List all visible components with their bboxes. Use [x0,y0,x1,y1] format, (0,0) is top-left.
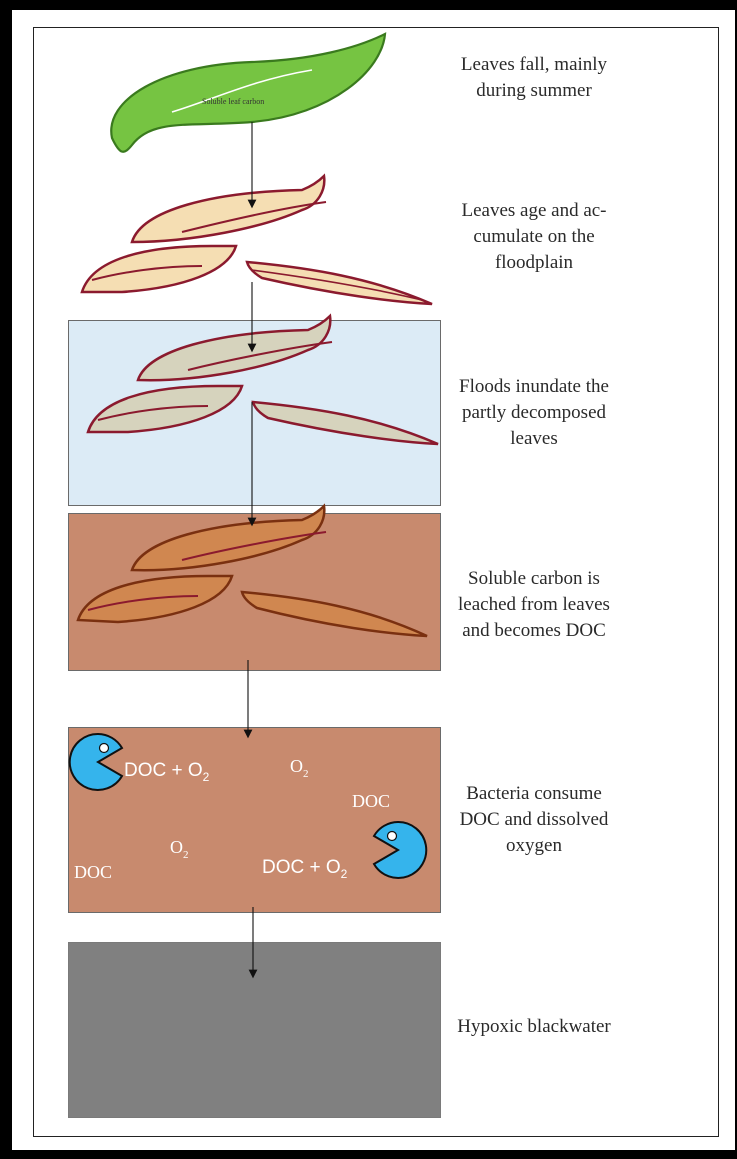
submerged-leaves-icon [88,316,438,444]
o2-label: O2 [170,837,189,861]
bacterium-icon [374,822,426,878]
doc-o2-label: DOC + O2 [262,857,348,881]
stage-3-label: Floods inundate the partly decomposed le… [440,374,628,452]
stage-1-label: Leaves fall, mainly during summer [440,52,628,104]
o2-label: O2 [290,756,309,780]
stage-6-label: Hypoxic blackwater [440,1014,628,1040]
stage-4-label: Soluble carbon is leached from leaves an… [440,566,628,644]
doc-label: DOC [74,862,112,882]
doc-o2-label: DOC + O2 [124,760,210,784]
stage-2-label: Leaves age and ac- cumulate on the flood… [440,198,628,276]
bacterium-icon [70,734,122,790]
page: Soluble leaf carbon [12,10,735,1150]
doc-label: DOC [352,791,390,811]
aged-leaves-icon [82,176,432,304]
green-leaf-icon: Soluble leaf carbon [111,34,385,152]
leached-leaves-icon [78,506,427,636]
stage-5-label: Bacteria consume DOC and dissolved oxyge… [440,781,628,859]
leaf-carbon-label: Soluble leaf carbon [202,97,264,106]
